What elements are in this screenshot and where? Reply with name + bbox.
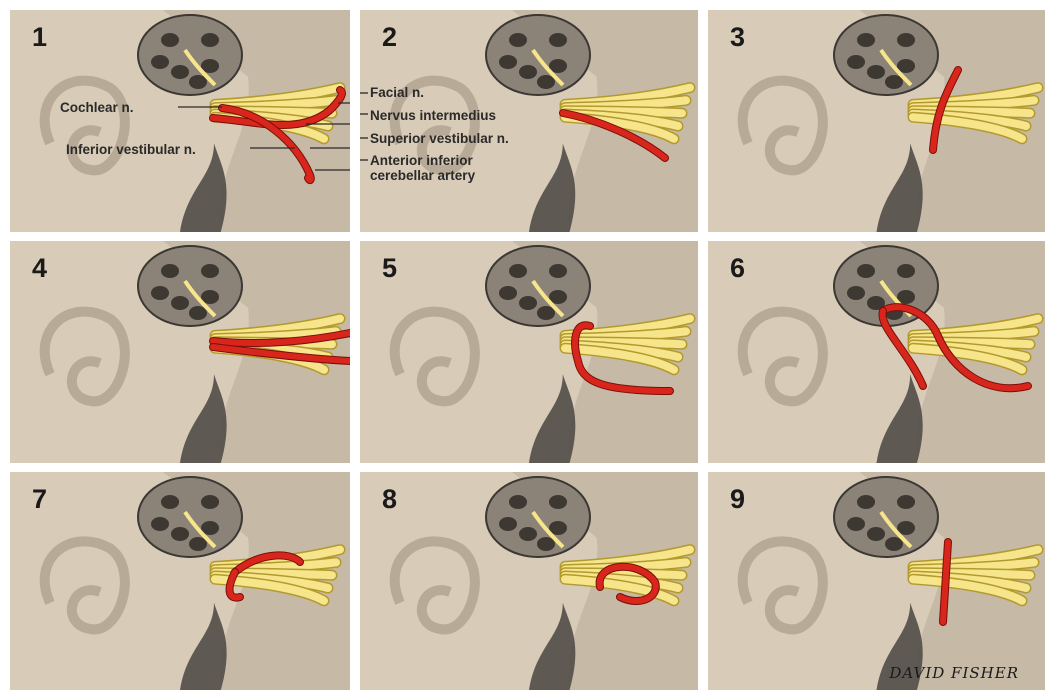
nerve-bundle-dot [499, 286, 517, 300]
nerve-bundle-dot [151, 517, 169, 531]
jugular-foramen-shape [877, 374, 923, 463]
nerve-bundle-dot [897, 264, 915, 278]
nerve-bundle-dot [509, 495, 527, 509]
artist-signature: DAVID FISHER [889, 664, 1019, 682]
labyrinth-shape [743, 81, 823, 171]
nerve-bundle-dot [885, 75, 903, 89]
jugular-foramen-shape [529, 374, 575, 463]
cochlear-nerve-label: Cochlear n. [60, 100, 134, 115]
panel-number: 2 [382, 22, 397, 53]
nerve-bundle-dot [201, 264, 219, 278]
panel-9-illustration [708, 472, 1045, 690]
panel-number: 3 [730, 22, 745, 53]
nerve-bundle-dot [189, 306, 207, 320]
jugular-foramen-shape [877, 143, 923, 232]
nerve-bundle-dot [867, 65, 885, 79]
panel-number: 9 [730, 484, 745, 515]
jugular-foramen-shape [180, 603, 227, 690]
aica-label-line1: Anterior inferior [370, 153, 474, 168]
panel-1-labels: Cochlear n. Inferior vestibular n. [10, 10, 350, 232]
panel-6-illustration [708, 241, 1045, 463]
labyrinth-shape [743, 312, 823, 402]
superior-vestibular-nerve-label: Superior vestibular n. [370, 131, 509, 146]
nerve-bundle-dot [151, 286, 169, 300]
labyrinth-shape [395, 541, 475, 629]
nerve-bundle-dot [897, 33, 915, 47]
panel-5: 5 [360, 241, 698, 463]
inferior-vestibular-nerve-label: Inferior vestibular n. [66, 142, 196, 157]
nervus-intermedius-label: Nervus intermedius [370, 108, 496, 123]
nerve-bundle-dot [885, 537, 903, 551]
nerve-bundle-dot [857, 33, 875, 47]
nerve-bundle-dot [499, 517, 517, 531]
panel-number: 8 [382, 484, 397, 515]
panel-7: 7 [10, 472, 350, 690]
nerve-bundle-dot [161, 495, 179, 509]
nerve-bundle-dot [161, 264, 179, 278]
nerve-bundle-dot [867, 527, 885, 541]
panel-number: 1 [32, 22, 47, 53]
panel-1: Cochlear n. Inferior vestibular n. 1 [10, 10, 350, 232]
nerve-bundle-dot [549, 264, 567, 278]
panel-2-labels: Facial n. Nervus intermedius Superior ve… [360, 10, 698, 232]
panel-5-illustration [360, 241, 698, 463]
panel-2: Facial n. Nervus intermedius Superior ve… [360, 10, 698, 232]
labyrinth-shape [743, 541, 823, 629]
panel-7-illustration [10, 472, 350, 690]
nerve-bundle-dot [847, 286, 865, 300]
panel-8: 8 [360, 472, 698, 690]
nerve-bundle-dot [201, 495, 219, 509]
nerve-bundle-dot [857, 264, 875, 278]
panel-number: 6 [730, 253, 745, 284]
labyrinth-shape [395, 312, 475, 402]
jugular-foramen-shape [529, 603, 575, 690]
nerve-bundle-dot [857, 495, 875, 509]
panel-4-illustration [10, 241, 350, 463]
panel-8-illustration [360, 472, 698, 690]
panel-3: 3 [708, 10, 1045, 232]
nerve-bundle-dot [847, 517, 865, 531]
nerve-bundle-dot [897, 495, 915, 509]
panel-number: 5 [382, 253, 397, 284]
panel-3-illustration [708, 10, 1045, 232]
panel-number: 4 [32, 253, 47, 284]
nerve-bundle-dot [171, 296, 189, 310]
nerve-bundle-dot [847, 55, 865, 69]
nerve-bundle-dot [537, 306, 555, 320]
jugular-foramen-shape [180, 374, 227, 463]
panel-9: 9 DAVID FISHER [708, 472, 1045, 690]
facial-nerve-label: Facial n. [370, 85, 424, 100]
nerve-bundle-dot [171, 527, 189, 541]
nerve-bundle-dot [189, 537, 207, 551]
panel-4: 4 [10, 241, 350, 463]
labyrinth-shape [45, 312, 125, 402]
nerve-bundle-dot [519, 296, 537, 310]
nerve-bundle-dot [519, 527, 537, 541]
labyrinth-shape [45, 541, 125, 629]
nerve-bundle-dot [549, 495, 567, 509]
nerve-bundle-dot [509, 264, 527, 278]
nerve-bundle-dot [537, 537, 555, 551]
panel-number: 7 [32, 484, 47, 515]
panel-6: 6 [708, 241, 1045, 463]
aica-label-line2: cerebellar artery [370, 168, 476, 183]
